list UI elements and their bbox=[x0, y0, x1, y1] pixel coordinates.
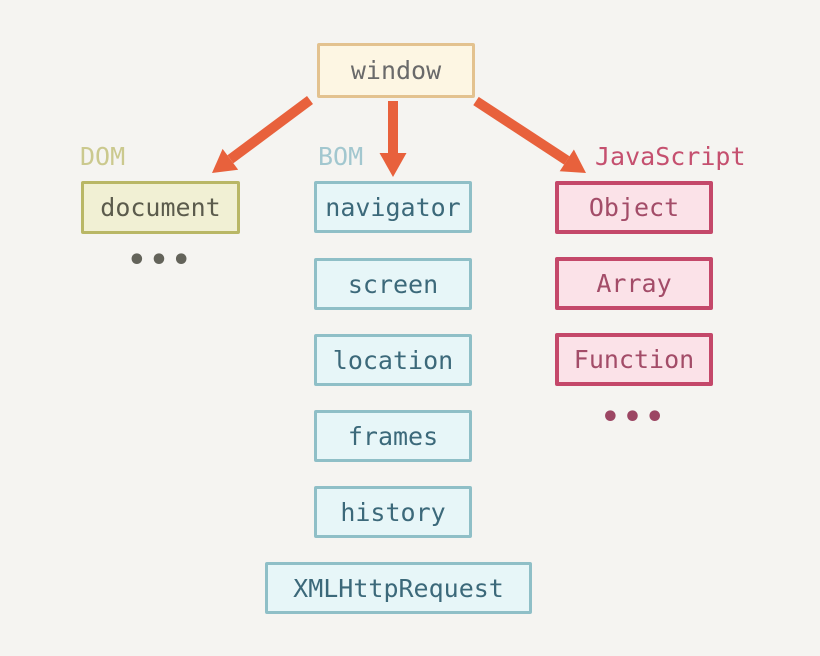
node-history: history bbox=[314, 486, 472, 538]
node-window-label: window bbox=[350, 56, 442, 85]
node-function-label: Function bbox=[573, 345, 695, 374]
node-screen: screen bbox=[314, 258, 472, 310]
node-screen-label: screen bbox=[347, 269, 439, 299]
node-array: Array bbox=[555, 257, 713, 310]
arrow-window-to-navigator bbox=[379, 101, 407, 177]
node-navigator-label: navigator bbox=[325, 192, 461, 222]
ellipsis-dom: ••• bbox=[127, 243, 194, 278]
node-navigator: navigator bbox=[314, 181, 472, 233]
node-object: Object bbox=[555, 181, 713, 234]
node-location: location bbox=[314, 334, 472, 386]
node-location-label: location bbox=[332, 345, 454, 375]
node-document: document bbox=[81, 181, 240, 234]
node-document-label: document bbox=[100, 193, 221, 222]
section-label-javascript: JavaScript bbox=[595, 142, 746, 171]
node-function: Function bbox=[555, 333, 713, 386]
node-xmlhttprequest-label: XMLHttpRequest bbox=[293, 573, 504, 603]
node-frames-label: frames bbox=[347, 421, 439, 451]
node-frames: frames bbox=[314, 410, 472, 462]
arrow-window-to-object bbox=[473, 96, 586, 173]
section-label-dom: DOM bbox=[80, 142, 126, 171]
ellipsis-javascript: ••• bbox=[600, 400, 668, 435]
node-object-label: Object bbox=[588, 193, 680, 222]
section-label-bom: BOM bbox=[318, 142, 364, 171]
arrow-window-to-document bbox=[212, 95, 313, 173]
node-array-label: Array bbox=[596, 269, 672, 298]
node-window: window bbox=[317, 43, 475, 98]
node-xmlhttprequest: XMLHttpRequest bbox=[265, 562, 532, 614]
node-history-label: history bbox=[340, 497, 446, 527]
